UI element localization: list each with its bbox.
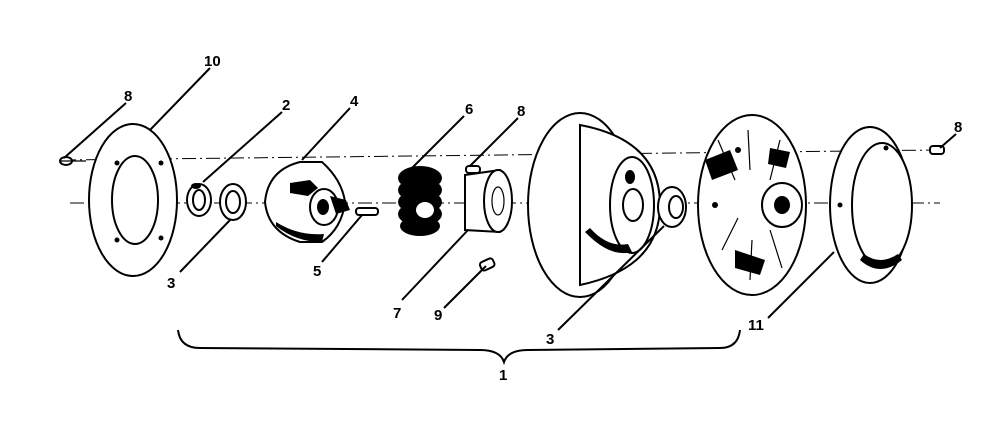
cover-plate-right xyxy=(829,126,913,284)
leader-7 xyxy=(401,229,469,301)
assembly-brace xyxy=(177,329,741,366)
pin xyxy=(355,207,379,216)
spider-assembly xyxy=(263,161,350,243)
bearing-ring xyxy=(186,183,212,217)
bolt-axis-line xyxy=(61,149,941,161)
stationary-sheave xyxy=(697,114,807,296)
callout-9: 9 xyxy=(434,307,442,324)
leader-8-left xyxy=(63,102,127,159)
moveable-sheave xyxy=(527,112,662,298)
callout-10: 10 xyxy=(204,53,221,70)
leader-8-mid xyxy=(469,117,519,167)
leader-4 xyxy=(301,107,351,161)
bolt-left xyxy=(59,156,86,166)
bushing-right xyxy=(657,186,687,228)
callout-7: 7 xyxy=(393,305,401,322)
callout-8-left: 8 xyxy=(124,88,132,105)
leader-6 xyxy=(409,115,465,171)
spring xyxy=(398,166,442,236)
callout-8-right: 8 xyxy=(954,119,962,136)
washer-left xyxy=(219,183,247,221)
callout-1: 1 xyxy=(499,367,507,384)
cover-plate-left xyxy=(88,123,178,277)
callout-5: 5 xyxy=(313,263,321,280)
leader-3-right xyxy=(557,225,665,331)
callout-3-right: 3 xyxy=(546,331,554,348)
callout-4: 4 xyxy=(350,93,359,110)
spring-cover xyxy=(464,168,513,234)
leader-3-left xyxy=(179,218,232,273)
screw-mid xyxy=(465,165,481,174)
leader-10 xyxy=(149,67,211,131)
callout-2: 2 xyxy=(282,97,290,114)
leader-8-right xyxy=(939,133,957,149)
leader-2 xyxy=(202,111,283,183)
callout-3-left: 3 xyxy=(167,275,175,292)
leader-11 xyxy=(767,251,835,319)
leader-9 xyxy=(443,265,487,309)
leader-5 xyxy=(321,214,363,263)
callout-6: 6 xyxy=(465,101,473,118)
callout-11: 11 xyxy=(748,317,764,334)
callout-8-mid: 8 xyxy=(517,103,525,120)
